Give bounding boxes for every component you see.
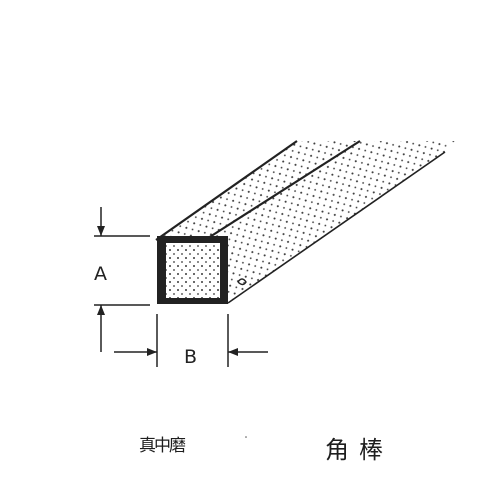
caption-kakubo: 角棒 xyxy=(325,436,393,464)
bar-top-edge xyxy=(155,140,298,241)
bar-front-stipple xyxy=(166,243,220,298)
caption-shinchuma: 真中磨 xyxy=(139,436,186,456)
dimension-b-arrow-right-head xyxy=(228,348,238,356)
dimension-a-label: A xyxy=(94,263,107,285)
bar-top-face xyxy=(156,141,456,240)
bar-edge-mark xyxy=(237,278,247,286)
bar-side-edge xyxy=(227,151,446,304)
bar-ridge-line xyxy=(204,140,361,241)
dimension-b-label: B xyxy=(184,346,197,368)
dimension-a-arrow-bottom-head xyxy=(97,305,105,315)
paper-speck xyxy=(245,436,247,438)
dimension-b-arrow-left-head xyxy=(147,348,157,356)
dimension-a-arrow-top-head xyxy=(97,226,105,236)
